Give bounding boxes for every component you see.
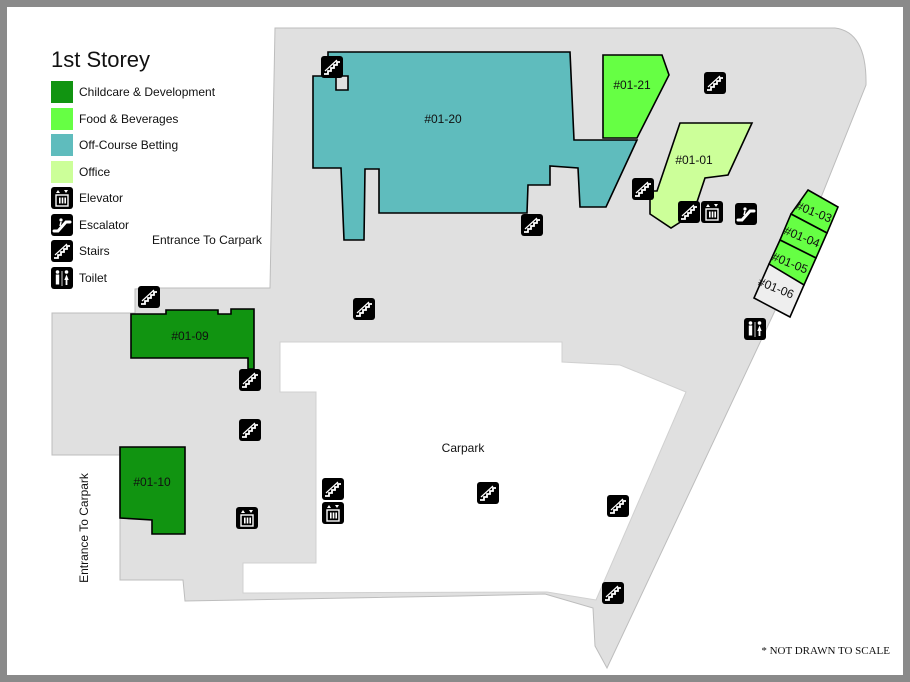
elevator-icon [701, 201, 723, 223]
stairs-icon [521, 214, 543, 236]
legend-label: Elevator [79, 191, 124, 206]
unit-01-09[interactable] [130, 308, 255, 370]
legend-label: Off-Course Betting [79, 138, 179, 153]
legend-item-betting: Off-Course Betting [51, 132, 215, 159]
entrance-to-carpark-label-left: Entrance To Carpark [77, 472, 91, 583]
elevator-icon [236, 507, 258, 529]
legend-item-stairs: Stairs [51, 238, 215, 265]
floor-plan: #01-20 #01-21 #01-01 #01-03 #01-04 #01-0… [51, 27, 867, 670]
unit-01-10[interactable] [119, 446, 186, 535]
stairs-icon [322, 478, 344, 500]
legend-swatch-betting [51, 134, 73, 157]
stairs-icon [632, 178, 654, 200]
scale-note: * NOT DRAWN TO SCALE [761, 645, 890, 657]
stairs-icon [704, 72, 726, 94]
page-title: 1st Storey [51, 47, 151, 72]
stairs-icon [239, 419, 261, 441]
legend-item-elevator: Elevator [51, 185, 215, 212]
stairs-icon [51, 240, 73, 263]
legend-item-office: Office [51, 159, 215, 186]
legend-label: Childcare & Development [79, 85, 216, 100]
legend-label: Stairs [79, 244, 110, 259]
legend-label: Food & Beverages [79, 111, 179, 126]
stairs-icon [321, 56, 343, 78]
unit-label-01-20: #01-20 [424, 112, 462, 126]
legend-label: Toilet [79, 270, 108, 285]
legend-label: Escalator [79, 217, 130, 232]
toilet-icon [744, 318, 766, 340]
legend-item-food: Food & Beverages [51, 106, 215, 133]
legend-item-toilet: Toilet [51, 265, 215, 292]
stairs-icon [678, 201, 700, 223]
unit-01-20[interactable] [312, 51, 639, 241]
unit-label-01-10: #01-10 [133, 475, 171, 489]
legend-swatch-food [51, 107, 73, 130]
toilet-icon [51, 266, 73, 289]
unit-01-06[interactable] [752, 262, 806, 319]
entrance-to-carpark-label-top: Entrance To Carpark [152, 233, 263, 247]
unit-01-21[interactable] [602, 54, 670, 139]
stairs-icon [239, 369, 261, 391]
unit-label-01-21: #01-21 [613, 78, 651, 92]
stairs-icon [607, 495, 629, 517]
stairs-icon [477, 482, 499, 504]
legend-item-escalator: Escalator [51, 212, 215, 239]
legend-swatch-childcare [51, 81, 73, 104]
legend-label: Office [79, 164, 111, 179]
legend: 1st Storey Childcare & Development Food … [51, 47, 215, 291]
legend-swatch-office [51, 160, 73, 183]
escalator-icon [735, 203, 757, 225]
stairs-icon [602, 582, 624, 604]
stairs-icon [353, 298, 375, 320]
unit-label-01-01: #01-01 [675, 153, 713, 167]
carpark-area [242, 341, 687, 601]
carpark-label: Carpark [442, 441, 486, 455]
legend-item-childcare: Childcare & Development [51, 79, 215, 106]
unit-label-01-09: #01-09 [171, 329, 209, 343]
elevator-icon [322, 502, 344, 524]
escalator-icon [51, 213, 73, 236]
elevator-icon [51, 187, 73, 210]
